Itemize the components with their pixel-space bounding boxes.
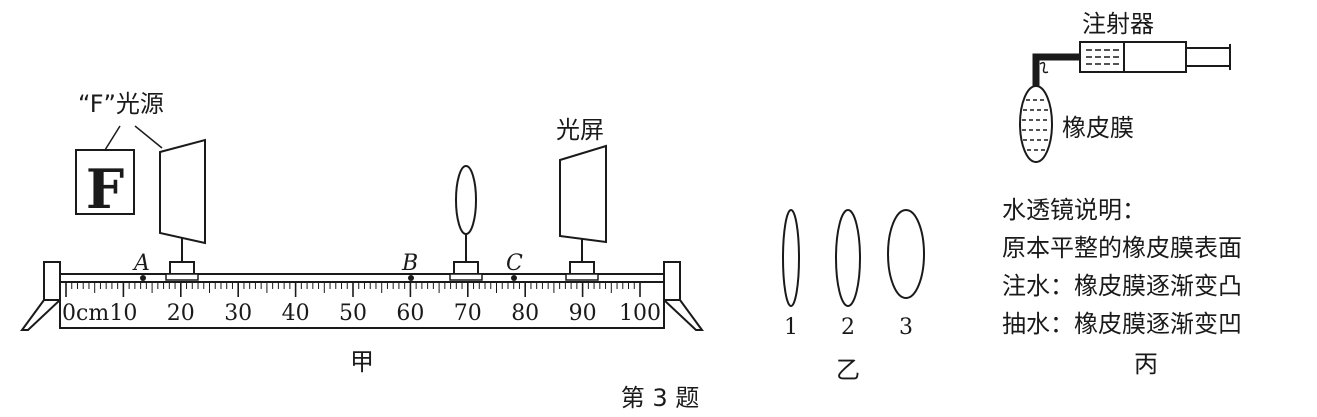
- lens-3-label: 3: [899, 315, 913, 340]
- lens-holder: [453, 261, 479, 275]
- point-b-dot: [408, 275, 414, 281]
- lens-base: [449, 273, 483, 281]
- ruler-tick-label: 70: [454, 301, 482, 326]
- syringe-plunger: [1185, 47, 1231, 67]
- ruler-tick-label: 0cm: [62, 301, 109, 326]
- label-leader-f: [104, 125, 121, 151]
- f-symbol: F: [86, 157, 124, 221]
- membrane-bulb: [1019, 85, 1053, 163]
- lens-2-label: 2: [841, 315, 855, 340]
- point-a-dot: [140, 275, 146, 281]
- ruler-tick-label: 40: [282, 301, 310, 326]
- screen-panel: [559, 144, 607, 244]
- caption-yi: 乙: [836, 356, 860, 384]
- tube-clamp: [1039, 61, 1049, 74]
- syringe-label: 注射器: [1082, 10, 1154, 38]
- point-c-dot: [511, 275, 517, 281]
- ruler-tick-label: 80: [511, 301, 539, 326]
- light-source-label: “F”光源: [78, 90, 164, 118]
- lens-1-label: 1: [784, 315, 798, 340]
- question-caption: 第 3 题: [621, 384, 700, 412]
- ruler-tick-label: 60: [396, 301, 424, 326]
- lens-3: [887, 209, 925, 299]
- caption-bing: 丙: [1134, 350, 1158, 378]
- ruler-tick-label: 90: [569, 301, 597, 326]
- light-source-base: [165, 273, 199, 281]
- connector-tube: [1032, 53, 1080, 88]
- screen-holder: [569, 261, 595, 275]
- ruler-ticks: [65, 283, 641, 297]
- label-leader-source: [134, 125, 163, 149]
- bench-left-post: [43, 261, 61, 301]
- note-line-3: 注水：橡皮膜逐渐变凸: [1002, 272, 1242, 300]
- ruler-tick-label: 20: [167, 301, 195, 326]
- screen-base: [565, 273, 599, 281]
- bench-right-support: [661, 299, 704, 331]
- ruler: [59, 281, 665, 329]
- ruler-tick-label: 30: [224, 301, 252, 326]
- bench-lens: [455, 165, 477, 235]
- ruler-tick-label: 50: [339, 301, 367, 326]
- light-source-holder: [169, 261, 195, 275]
- point-b-label: B: [401, 251, 418, 276]
- point-c-label: C: [506, 251, 523, 276]
- point-a-label: A: [132, 251, 150, 276]
- ruler-tick-label: 100: [619, 301, 661, 326]
- lens-2: [835, 209, 861, 307]
- note-line-2: 原本平整的橡皮膜表面: [1002, 234, 1242, 262]
- ruler-tick-label: 10: [109, 301, 137, 326]
- bench-right-post: [663, 261, 681, 301]
- lens-1: [782, 209, 800, 307]
- membrane-water: [1022, 99, 1050, 151]
- caption-jia: 甲: [350, 348, 374, 376]
- light-source-panel: [159, 138, 206, 245]
- membrane-label: 橡皮膜: [1062, 114, 1134, 142]
- note-line-1: 水透镜说明：: [1002, 196, 1146, 224]
- water-lens-apparatus: 注射器 橡皮膜 水透镜说明： 原本平整的橡皮膜表面 注水：橡皮膜逐渐变凸 抽水：…: [1002, 10, 1242, 378]
- lens-shapes: 1 2 3 乙: [782, 209, 925, 384]
- note-line-4: 抽水：橡皮膜逐渐变凹: [1002, 310, 1242, 338]
- screen-label: 光屏: [556, 116, 604, 144]
- syringe-water: [1086, 49, 1120, 65]
